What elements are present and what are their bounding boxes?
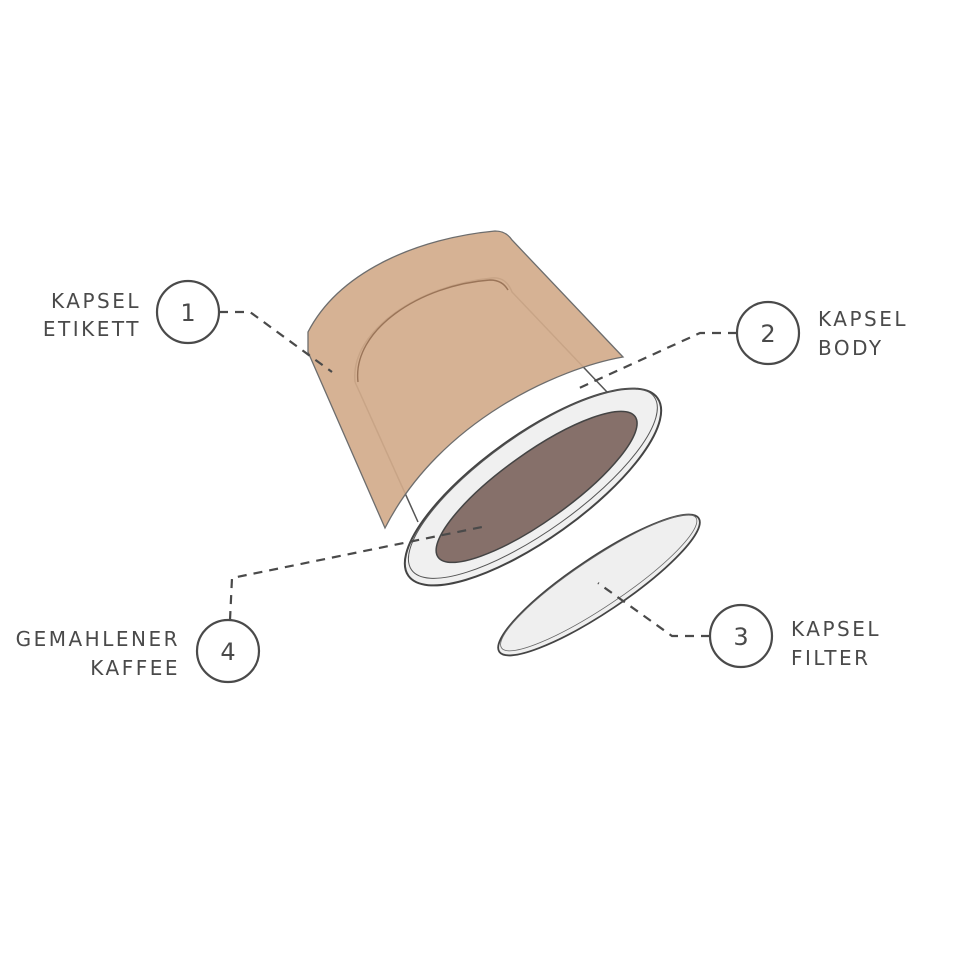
callout-circle	[155, 279, 221, 345]
callout-circle	[708, 603, 774, 669]
leader-line-3	[597, 582, 710, 638]
callout-label: FILTER	[791, 646, 871, 670]
capsule-filter	[497, 513, 701, 657]
callout-label: ETIKETT	[43, 317, 141, 341]
callout-label: KAFFEE	[90, 656, 180, 680]
callout-circle	[195, 618, 261, 684]
callout-number: 4	[220, 638, 235, 666]
callout-2: 2 KAPSEL BODY	[735, 300, 908, 366]
capsule-label-shape	[307, 230, 625, 530]
label-inner-rim	[357, 279, 509, 383]
callout-label: GEMAHLENER	[16, 627, 180, 651]
callout-number: 1	[180, 299, 195, 327]
callout-4: 4 GEMAHLENER KAFFEE	[16, 618, 261, 684]
callout-1: 1 KAPSEL ETIKETT	[43, 279, 221, 345]
callout-label: KAPSEL	[818, 307, 908, 331]
callout-circle	[735, 300, 801, 366]
callout-label: BODY	[818, 336, 884, 360]
callout-number: 3	[733, 623, 748, 651]
callout-3: 3 KAPSEL FILTER	[708, 603, 881, 670]
leader-line-2	[574, 331, 737, 392]
callout-label: KAPSEL	[791, 617, 881, 641]
callout-label: KAPSEL	[51, 289, 141, 313]
ground-coffee	[435, 410, 638, 564]
callout-number: 2	[760, 320, 775, 348]
leader-line-1	[219, 310, 333, 373]
leader-line-4	[228, 525, 483, 621]
capsule-rim	[403, 387, 663, 587]
